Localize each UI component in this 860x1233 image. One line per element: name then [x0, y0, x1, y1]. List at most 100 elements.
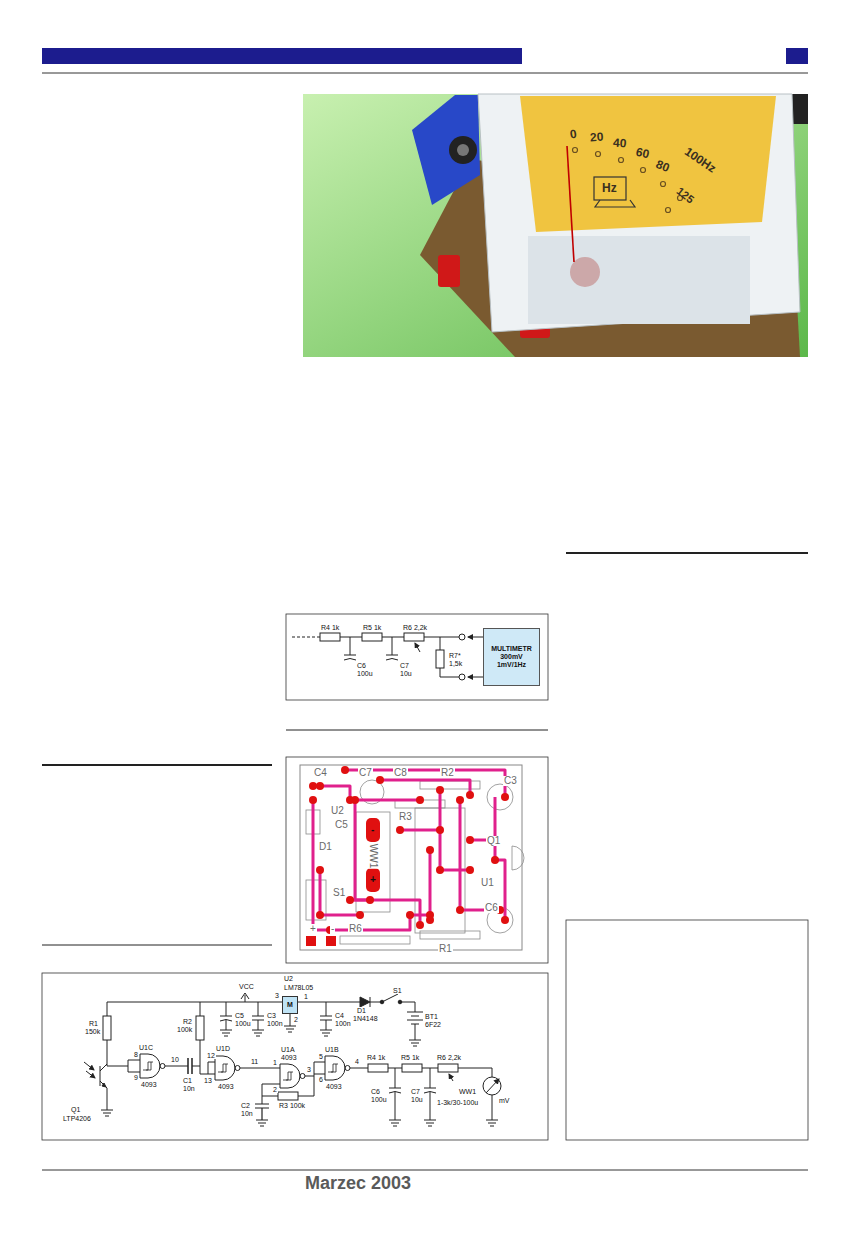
- component-label: VCC: [238, 983, 255, 990]
- solder-pad: [436, 866, 444, 874]
- sidebar-frame: [566, 920, 808, 1140]
- box-text: 1mV/1Hz: [497, 661, 526, 669]
- meter-photo: [303, 94, 808, 357]
- meter-window: [528, 236, 750, 324]
- solder-pad: [341, 766, 349, 774]
- component-label: U1D: [215, 1045, 231, 1052]
- light-arrow: [86, 1071, 95, 1078]
- silkscreen-label: U2: [330, 806, 345, 816]
- solder-pad: [366, 818, 380, 842]
- multimeter-box: MULTIMETR300mV1mV/1Hz: [483, 628, 540, 686]
- silkscreen-label: -: [330, 924, 335, 934]
- light-arrow: [84, 1062, 94, 1070]
- resistor-symbol: [196, 1016, 204, 1040]
- solder-pad: [416, 921, 424, 929]
- component-label: U1C: [138, 1044, 154, 1051]
- component-label: C4: [334, 1012, 345, 1019]
- schmitt-mark: [218, 1064, 228, 1072]
- ground-symbol: [101, 1110, 113, 1116]
- figure-frame: [286, 614, 548, 700]
- silkscreen-label: R2: [440, 768, 455, 778]
- scale-dots: [619, 158, 624, 163]
- component-label: D1: [356, 1007, 367, 1014]
- ground-symbol: [389, 1120, 401, 1126]
- wiper-arrow: [449, 1074, 453, 1081]
- schmitt-mark: [283, 1072, 293, 1080]
- probe-arrow: [468, 637, 483, 638]
- wire: [192, 1002, 215, 1074]
- terminal: [438, 255, 460, 287]
- ground-symbol: [252, 1030, 264, 1036]
- solder-pad: [376, 776, 384, 784]
- component-label: 1N4148: [352, 1015, 379, 1022]
- component-label: R6 2,2k: [436, 1054, 462, 1061]
- component-label: mV: [498, 1097, 511, 1104]
- component-label: 4093: [280, 1054, 298, 1061]
- header-rule: [42, 73, 808, 74]
- solder-pad: [466, 866, 474, 874]
- scale-dots: [661, 182, 666, 187]
- jack-socket: [457, 144, 469, 156]
- component-outline: [340, 936, 410, 944]
- component-label: S1: [392, 987, 403, 994]
- silkscreen-label: C6: [484, 903, 499, 913]
- scale-dots: [641, 168, 646, 173]
- component-label: 10u: [410, 1096, 424, 1103]
- nand-gate: [345, 1066, 350, 1071]
- solder-pad: [326, 936, 336, 946]
- solder-pad: [456, 906, 464, 914]
- capacitor-symbol: [386, 637, 398, 660]
- capacitor-symbol: [188, 1058, 192, 1074]
- scale-dots: [573, 148, 683, 213]
- ground-symbol: [101, 1026, 498, 1126]
- silkscreen-label: WW1: [368, 843, 378, 869]
- column-rule: [42, 764, 272, 766]
- jack-socket: [449, 136, 477, 164]
- component-label: 3: [274, 992, 280, 999]
- component-label: 1-3k/30-100u: [436, 1099, 479, 1106]
- wire: [245, 995, 246, 1002]
- page-rules: [42, 48, 808, 1170]
- component-label: 4093: [325, 1083, 343, 1090]
- battery-symbol: [407, 1012, 423, 1040]
- silkscreen-label: R3: [398, 812, 413, 822]
- board-outline: [300, 765, 522, 950]
- silkscreen-label: Q1: [486, 836, 501, 846]
- component-label: 100k: [176, 1026, 193, 1033]
- component-label: 5: [318, 1053, 324, 1060]
- component-label: 10n: [240, 1110, 254, 1117]
- component-label: 10: [170, 1056, 180, 1063]
- component-label: BT1: [424, 1013, 439, 1020]
- scale-number: 40: [613, 137, 627, 150]
- ground-symbol: [409, 1040, 421, 1046]
- wire: [350, 1068, 492, 1120]
- silkscreen-label: C4: [313, 768, 328, 778]
- component-label: LTP4206: [62, 1115, 92, 1122]
- scale-number: 20: [590, 131, 604, 144]
- schmitt-mark: [143, 1062, 153, 1070]
- solder-pad: [316, 782, 324, 790]
- scale-number: 60: [635, 146, 651, 161]
- solder-pad: [346, 896, 354, 904]
- pad-mark: -: [371, 825, 374, 835]
- component-label: R4 1k: [320, 624, 340, 631]
- ground-symbol: [256, 1120, 268, 1126]
- copper-trace: [320, 786, 420, 800]
- solder-pad: [351, 796, 359, 804]
- component-outline: [306, 880, 326, 920]
- ground-symbol: [284, 1026, 296, 1032]
- terminal: [459, 634, 465, 640]
- component-label: 100u: [370, 1096, 388, 1103]
- nand-gate: [300, 1074, 305, 1079]
- solder-pad: [501, 793, 509, 801]
- nand-gate: [235, 1066, 240, 1071]
- capacitor-symbol: [255, 1104, 269, 1120]
- footer-rule: [42, 1170, 808, 1171]
- resistor-symbol: [436, 650, 444, 668]
- component-label: C3: [266, 1012, 277, 1019]
- component-label: R1: [88, 1020, 99, 1027]
- component-label: 13: [203, 1077, 213, 1084]
- solder-pad: [309, 796, 317, 804]
